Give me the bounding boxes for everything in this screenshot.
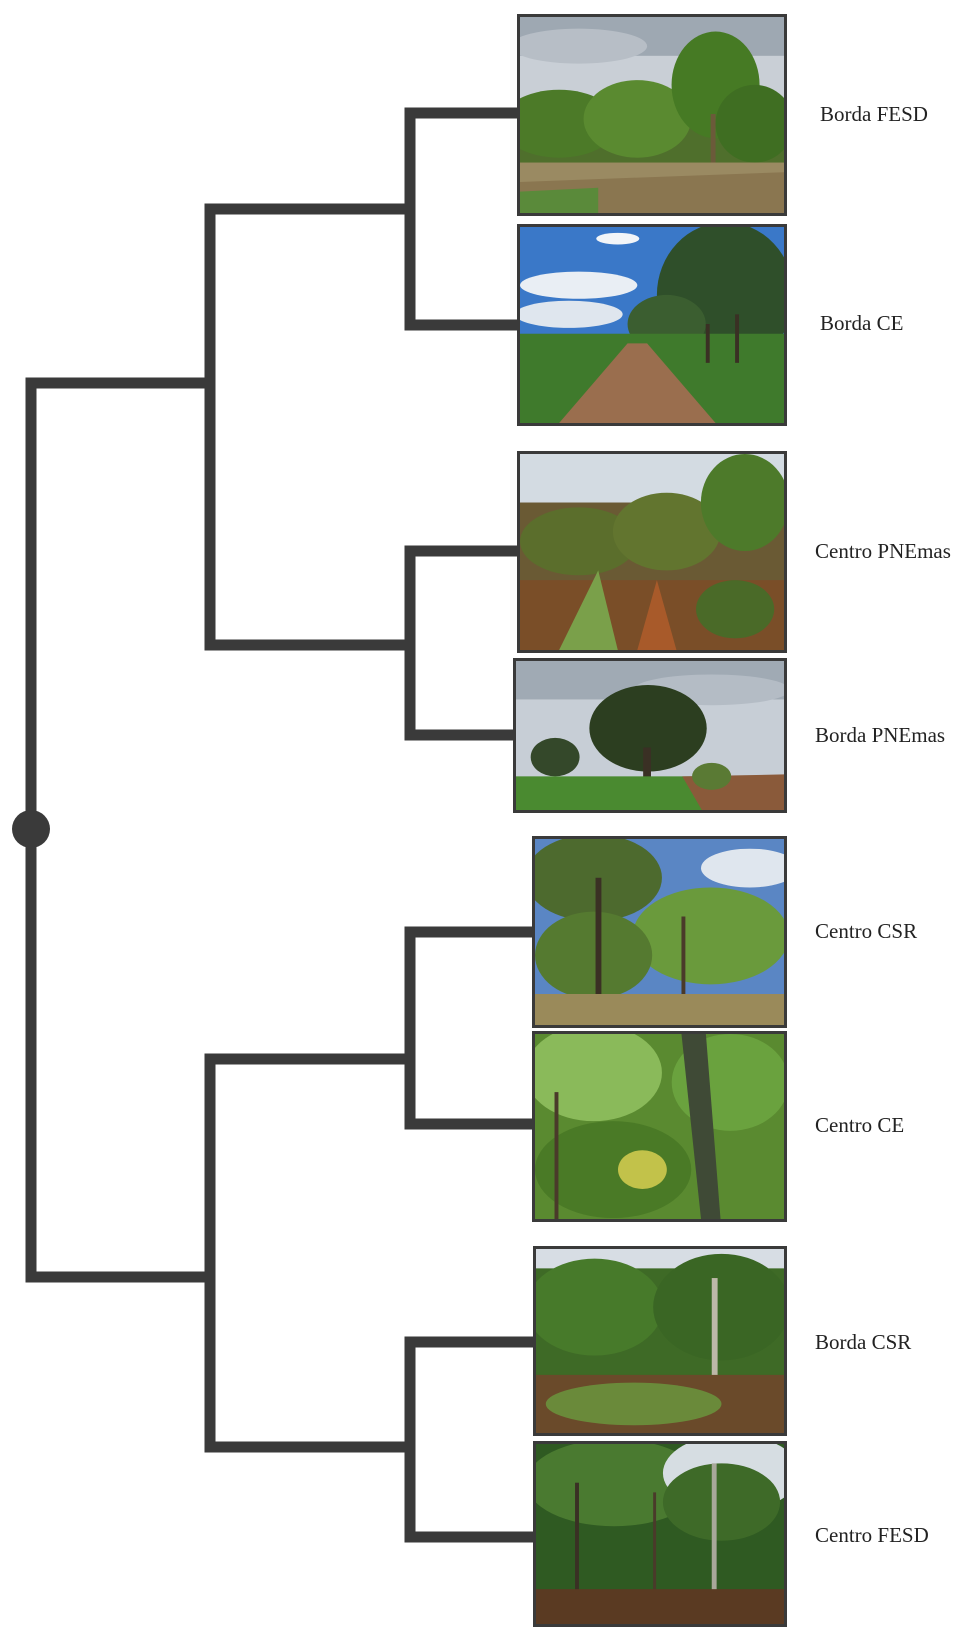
label-borda-ce: Borda CE: [820, 311, 904, 335]
label-borda-fesd: Borda FESD: [820, 102, 928, 126]
label-centro-ce: Centro CE: [815, 1113, 905, 1137]
photo-centro-fesd: [533, 1441, 787, 1627]
root-node: [12, 810, 50, 848]
label-centro-fesd: Centro FESD: [815, 1523, 929, 1547]
label-centro-pnemas: Centro PNEmas: [815, 539, 951, 563]
photo-borda-csr: [533, 1246, 787, 1436]
photo-borda-pnemas: [513, 658, 787, 813]
photo-centro-csr: [532, 836, 787, 1028]
label-borda-csr: Borda CSR: [815, 1330, 912, 1354]
photo-centro-pnemas: [517, 451, 787, 653]
label-borda-pnemas: Borda PNEmas: [815, 723, 946, 747]
photo-borda-fesd: [517, 14, 787, 216]
photo-borda-ce: [517, 224, 787, 426]
label-centro-csr: Centro CSR: [815, 919, 918, 943]
photo-centro-ce: [532, 1031, 787, 1222]
